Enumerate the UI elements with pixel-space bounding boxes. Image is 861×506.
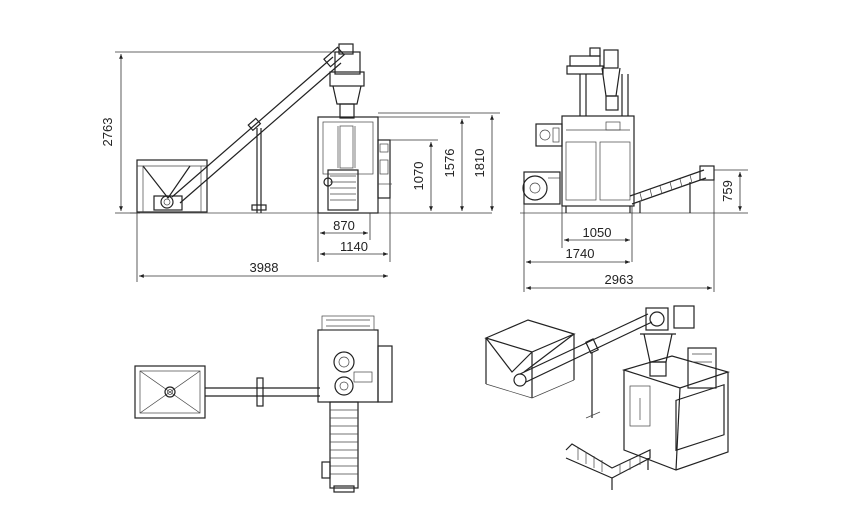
- side-control-box: [535, 123, 563, 147]
- dim-length-total: 3988: [250, 260, 279, 275]
- isometric-view: [484, 305, 731, 490]
- dim-width-870: 870: [333, 218, 355, 233]
- screw-conveyor: [171, 46, 345, 213]
- iso-hopper: [484, 319, 576, 399]
- film-roll: [522, 171, 561, 205]
- top-screw-conveyor: [205, 377, 320, 407]
- auger-filler: [329, 43, 365, 119]
- iso-screw-conveyor: [519, 313, 653, 419]
- side-view: 759 1050 1740 2963: [520, 47, 748, 292]
- dim-height-1810: 1810: [472, 149, 487, 178]
- iso-machine-body: [621, 347, 731, 471]
- side-machine-body: [561, 115, 635, 213]
- side-filler: [566, 47, 629, 116]
- top-output-conveyor: [321, 401, 359, 493]
- output-conveyor-front: [323, 169, 359, 211]
- dim-height-759: 759: [720, 180, 735, 202]
- top-hopper: [134, 365, 206, 419]
- dim-length-side: 2963: [605, 272, 634, 287]
- front-view: 2763 1810 1576 1070 870 1140 3988: [100, 43, 500, 282]
- iso-auger-filler: [640, 305, 695, 377]
- side-output-conveyor: [629, 165, 715, 213]
- dim-height-total: 2763: [100, 118, 115, 147]
- dim-height-1576: 1576: [442, 149, 457, 178]
- dim-width-1140: 1140: [340, 239, 368, 254]
- feed-hopper: [136, 159, 208, 213]
- iso-output-conveyor: [565, 443, 651, 490]
- top-machine-body: [317, 315, 393, 403]
- dim-width-1050: 1050: [583, 225, 612, 240]
- dim-height-1070: 1070: [411, 162, 426, 191]
- packing-machine-body: [317, 116, 392, 214]
- top-view: [134, 315, 393, 493]
- dim-width-1740: 1740: [566, 246, 595, 261]
